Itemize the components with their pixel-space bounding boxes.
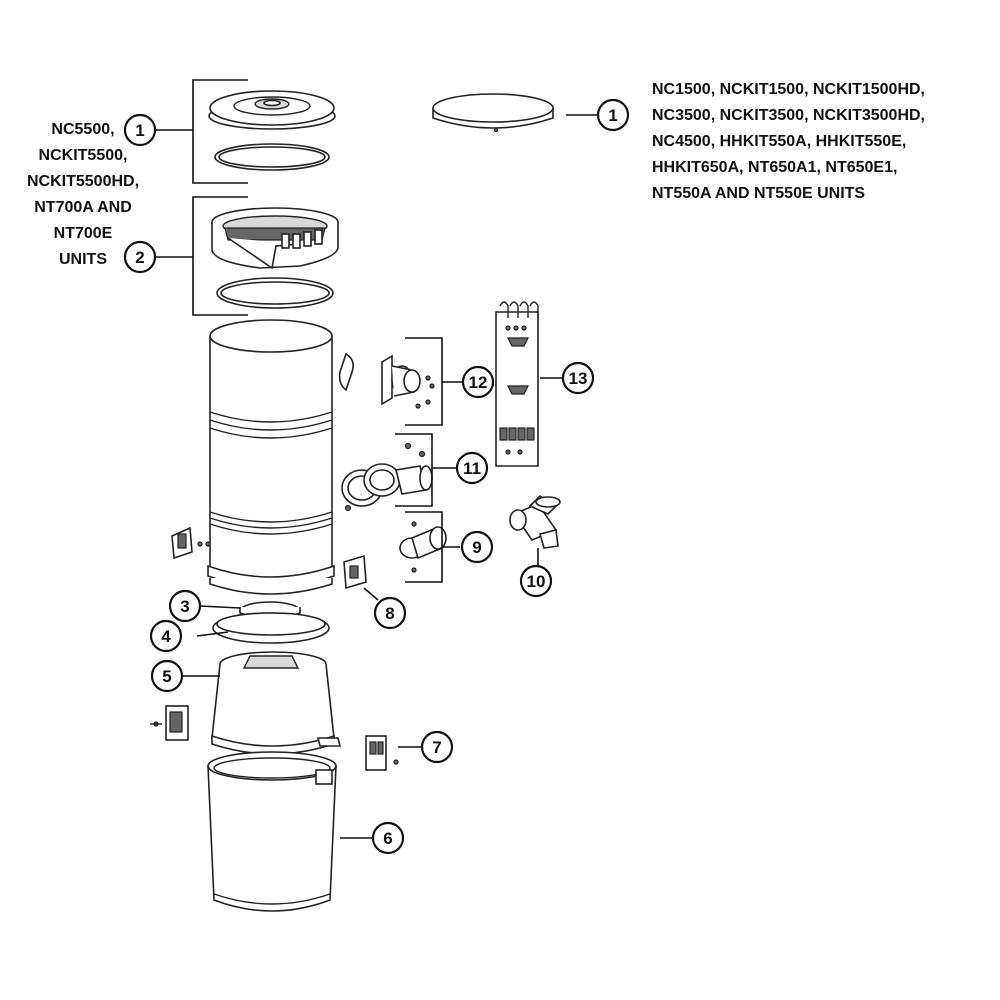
callout-4: 4 xyxy=(149,619,183,653)
flat-lid-part xyxy=(432,93,554,133)
switch-part xyxy=(365,735,399,771)
gasket-ring xyxy=(216,277,334,309)
callout-8: 8 xyxy=(373,596,407,630)
model-line: NCKIT5500HD, xyxy=(26,173,140,190)
svg-text:13: 13 xyxy=(569,369,588,388)
svg-text:11: 11 xyxy=(463,459,481,478)
callout-12: 12 xyxy=(461,365,495,399)
model-line: NC4500, HHKIT550A, HHKIT550E, xyxy=(652,133,907,150)
dirt-canister-part xyxy=(207,751,337,912)
model-line: NT550A AND NT550E UNITS xyxy=(652,185,866,202)
svg-text:10: 10 xyxy=(527,572,546,591)
model-list-right: NC1500, NCKIT1500, NCKIT1500HD, NC3500, … xyxy=(652,77,997,207)
svg-text:9: 9 xyxy=(472,538,481,557)
model-list-left: NC5500, NCKIT5500, NCKIT5500HD, NT700A A… xyxy=(8,117,158,273)
callout-2: 2 xyxy=(123,240,157,274)
callout-7: 7 xyxy=(420,730,454,764)
svg-text:1: 1 xyxy=(135,121,144,140)
side-clip-lower xyxy=(150,705,189,741)
callout-6: 6 xyxy=(371,821,405,855)
leader-line xyxy=(199,605,241,609)
svg-text:5: 5 xyxy=(162,667,171,686)
inlet-assembly-part xyxy=(338,352,435,409)
leader-line xyxy=(363,587,379,601)
motor-gasket-ring xyxy=(212,612,330,644)
lid-part xyxy=(208,90,336,130)
callout-5: 5 xyxy=(150,659,184,693)
callout-9: 9 xyxy=(460,530,494,564)
model-line: NC3500, NCKIT3500, NCKIT3500HD, xyxy=(652,107,925,124)
gasket-ring xyxy=(214,143,330,171)
svg-text:1: 1 xyxy=(608,106,617,125)
callout-13: 13 xyxy=(561,361,595,395)
y-fitting-part xyxy=(509,494,561,549)
svg-text:3: 3 xyxy=(180,597,189,616)
callout-1-right: 1 xyxy=(596,98,630,132)
model-line: NC1500, NCKIT1500, NCKIT1500HD, xyxy=(652,81,925,98)
model-line: NT700E xyxy=(53,225,113,242)
bracket-part-1 xyxy=(155,79,248,184)
model-line: NT700A AND xyxy=(34,199,132,216)
callout-1-left: 1 xyxy=(123,113,157,147)
mounting-clip-part xyxy=(343,554,367,590)
main-cylinder-body xyxy=(207,319,335,595)
svg-text:7: 7 xyxy=(432,738,441,757)
model-line: HHKIT650A, NT650A1, NT650E1, xyxy=(652,159,898,176)
model-line: NC5500, xyxy=(51,121,115,138)
svg-text:2: 2 xyxy=(135,248,144,267)
callout-10: 10 xyxy=(519,564,553,598)
svg-text:8: 8 xyxy=(385,604,394,623)
side-clip-upper xyxy=(171,526,211,560)
inlet-pipe-part xyxy=(399,521,447,573)
svg-text:6: 6 xyxy=(383,829,392,848)
svg-text:4: 4 xyxy=(161,627,171,646)
model-line: NCKIT5500, xyxy=(38,147,128,164)
leader-line xyxy=(196,631,229,637)
callout-3: 3 xyxy=(168,589,202,623)
filter-housing-part xyxy=(211,207,339,270)
bracket-part-11 xyxy=(395,433,433,507)
callout-11: 11 xyxy=(455,451,489,485)
svg-text:12: 12 xyxy=(469,373,488,392)
elbow-assembly-part xyxy=(341,442,433,512)
model-line: UNITS xyxy=(59,251,107,268)
motor-cone-part xyxy=(211,651,342,755)
mounting-plate-part xyxy=(495,301,539,467)
bracket-part-2 xyxy=(155,196,248,316)
